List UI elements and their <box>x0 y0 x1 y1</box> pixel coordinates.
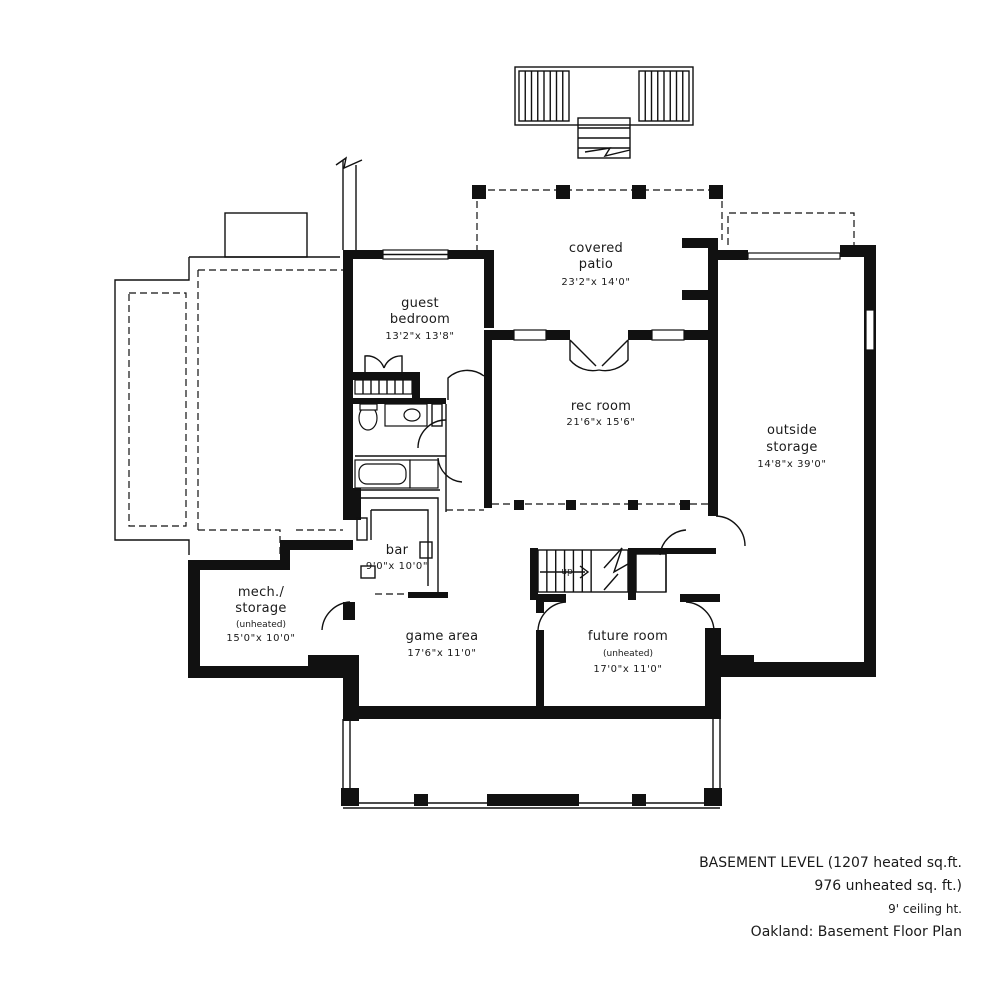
covered-patio-name-1: covered <box>569 241 623 256</box>
room-label-bar: bar 9'0"x 10'0" <box>366 543 428 572</box>
mech-storage-dims: 15'0"x 10'0" <box>226 633 295 644</box>
covered-patio-name-2: patio <box>579 257 613 272</box>
guest-bedroom-dims: 13'2"x 13'8" <box>385 331 454 342</box>
exterior-stairs <box>514 66 694 159</box>
doors <box>321 339 746 631</box>
mech-storage-name-1: mech./ <box>238 585 285 600</box>
room-label-outside-storage: outside storage 14'8"x 39'0" <box>757 423 826 470</box>
caption-line-4: Oakland: Basement Floor Plan <box>750 924 962 940</box>
interior-partitions <box>355 404 708 512</box>
mech-storage-name-2: storage <box>235 601 287 616</box>
walls <box>188 238 876 721</box>
bar-counter <box>356 497 439 595</box>
mech-storage-note: (unheated) <box>236 620 286 630</box>
game-area-dims: 17'6"x 11'0" <box>407 648 476 659</box>
left-deck-outline <box>114 212 343 555</box>
rec-room-dims: 21'6"x 15'6" <box>566 417 635 428</box>
outside-storage-roof-outline <box>727 212 855 245</box>
room-label-game-area: game area 17'6"x 11'0" <box>406 629 479 659</box>
room-label-rec-room: rec room 21'6"x 15'6" <box>566 399 635 428</box>
bar-name: bar <box>386 543 409 558</box>
outside-storage-name-1: outside <box>767 423 817 438</box>
guest-bedroom-name-1: guest <box>401 296 439 311</box>
caption-line-3: 9' ceiling ht. <box>888 902 962 916</box>
room-label-covered-patio: covered patio 23'2"x 14'0" <box>561 241 630 288</box>
windows <box>382 249 875 351</box>
rec-room-name: rec room <box>571 399 631 414</box>
chimney-flue <box>335 156 363 250</box>
bath-fixtures <box>354 379 443 489</box>
interior-stair <box>537 547 667 593</box>
caption-line-2: 976 unheated sq. ft.) <box>814 878 962 894</box>
bar-dims: 9'0"x 10'0" <box>366 561 428 572</box>
future-room-name: future room <box>588 629 668 644</box>
game-area-name: game area <box>406 629 479 644</box>
future-room-dims: 17'0"x 11'0" <box>593 664 662 675</box>
caption-line-1: BASEMENT LEVEL (1207 heated sq.ft. <box>699 855 962 871</box>
room-label-mech-storage: mech./ storage (unheated) 15'0"x 10'0" <box>226 585 295 644</box>
plan-caption: BASEMENT LEVEL (1207 heated sq.ft. 976 u… <box>699 852 962 944</box>
stair-up-label: up <box>561 567 573 577</box>
south-porch <box>341 719 722 809</box>
future-room-note: (unheated) <box>603 649 653 659</box>
guest-bedroom-name-2: bedroom <box>390 312 450 327</box>
covered-patio-outline <box>472 185 723 252</box>
outside-storage-name-2: storage <box>766 440 818 455</box>
covered-patio-dims: 23'2"x 14'0" <box>561 277 630 288</box>
outside-storage-dims: 14'8"x 39'0" <box>757 459 826 470</box>
room-label-guest-bedroom: guest bedroom 13'2"x 13'8" <box>385 296 454 342</box>
room-label-future-room: future room (unheated) 17'0"x 11'0" <box>588 629 668 675</box>
